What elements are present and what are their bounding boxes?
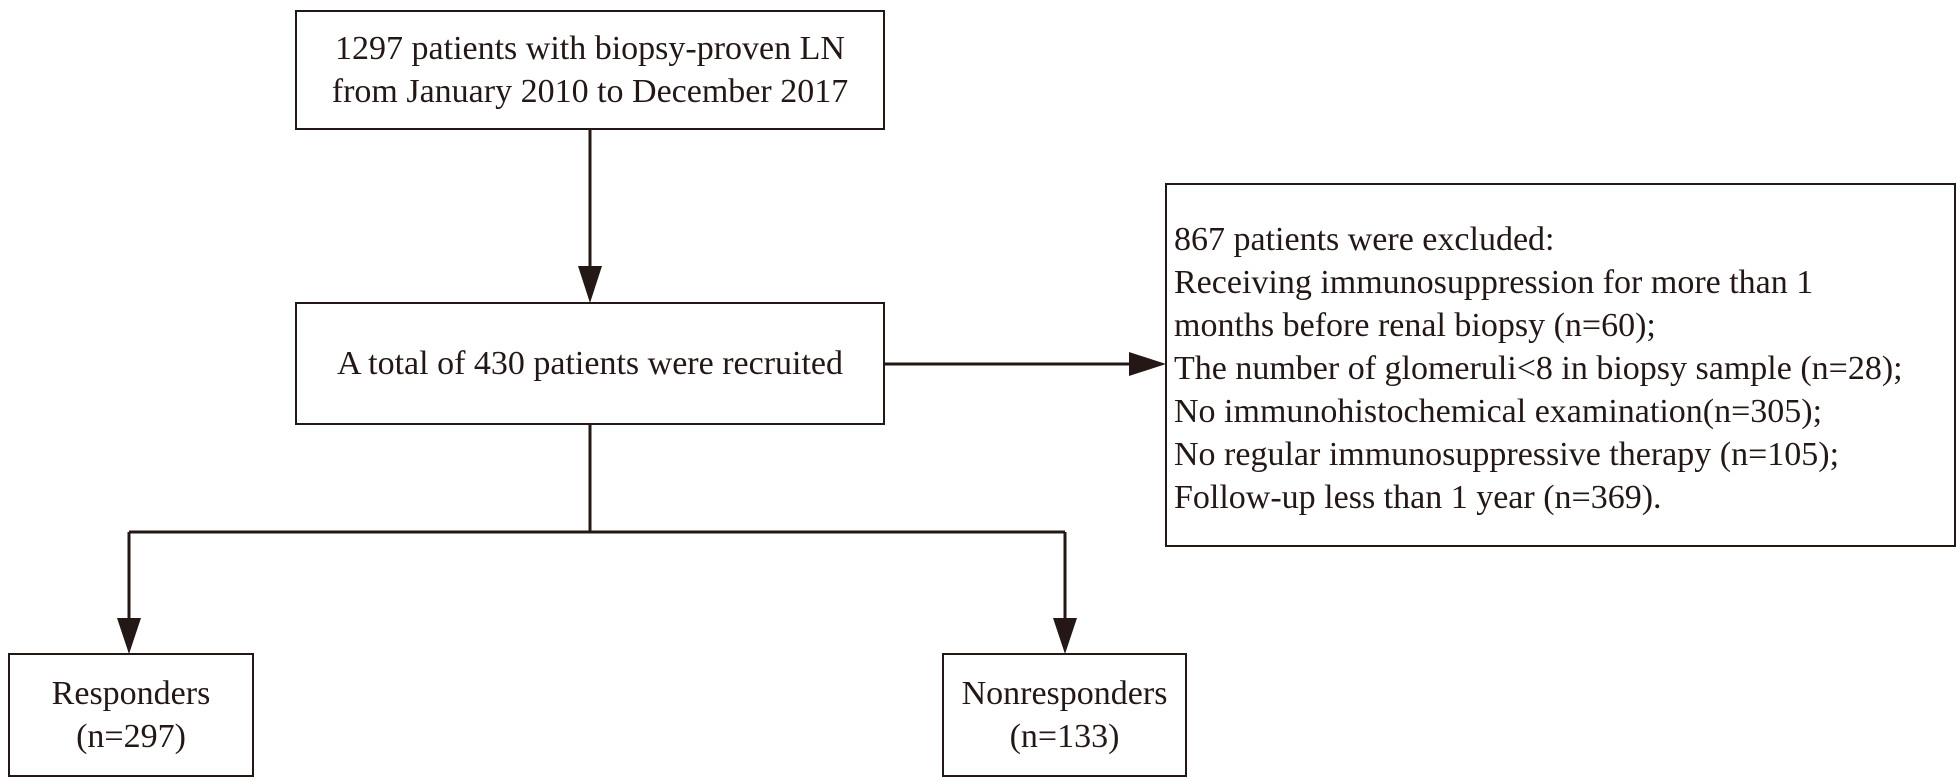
nonresponders-count: (n=133) xyxy=(1009,718,1120,755)
arrowhead-down-responders xyxy=(117,618,141,654)
initial-cohort-line-1: 1297 patients with biopsy-proven LN xyxy=(335,30,845,67)
exclusion-criterion-line: The number of glomeruli<8 in biopsy samp… xyxy=(1174,350,1903,387)
exclusion-header: 867 patients were excluded: xyxy=(1174,221,1555,258)
nonresponders-label: Nonresponders xyxy=(961,675,1168,712)
exclusion-criterion-line: No regular immunosuppressive therapy (n=… xyxy=(1174,436,1840,473)
arrowhead-down-nonresponders xyxy=(1053,618,1077,654)
arrowhead-down-recruited xyxy=(578,266,602,303)
exclusion-box: 867 patients were excluded: Receiving im… xyxy=(1165,183,1956,547)
arrowhead-right-excluded xyxy=(1129,352,1166,376)
exclusion-criterion-line: Receiving immunosuppression for more tha… xyxy=(1174,264,1814,301)
initial-cohort-box: 1297 patients with biopsy-proven LN from… xyxy=(295,10,885,130)
responders-box: Responders (n=297) xyxy=(8,653,254,777)
responders-label: Responders xyxy=(51,675,211,712)
exclusion-criterion-line: Follow-up less than 1 year (n=369). xyxy=(1174,479,1662,516)
initial-cohort-line-2: from January 2010 to December 2017 xyxy=(331,73,849,110)
recruited-text: A total of 430 patients were recruited xyxy=(336,345,844,382)
exclusion-criterion-line: months before renal biopsy (n=60); xyxy=(1174,307,1656,344)
nonresponders-box: Nonresponders (n=133) xyxy=(942,653,1187,777)
responders-count: (n=297) xyxy=(76,718,186,755)
exclusion-criterion-line: No immunohistochemical examination(n=305… xyxy=(1174,393,1823,430)
recruited-box: A total of 430 patients were recruited xyxy=(295,302,885,425)
